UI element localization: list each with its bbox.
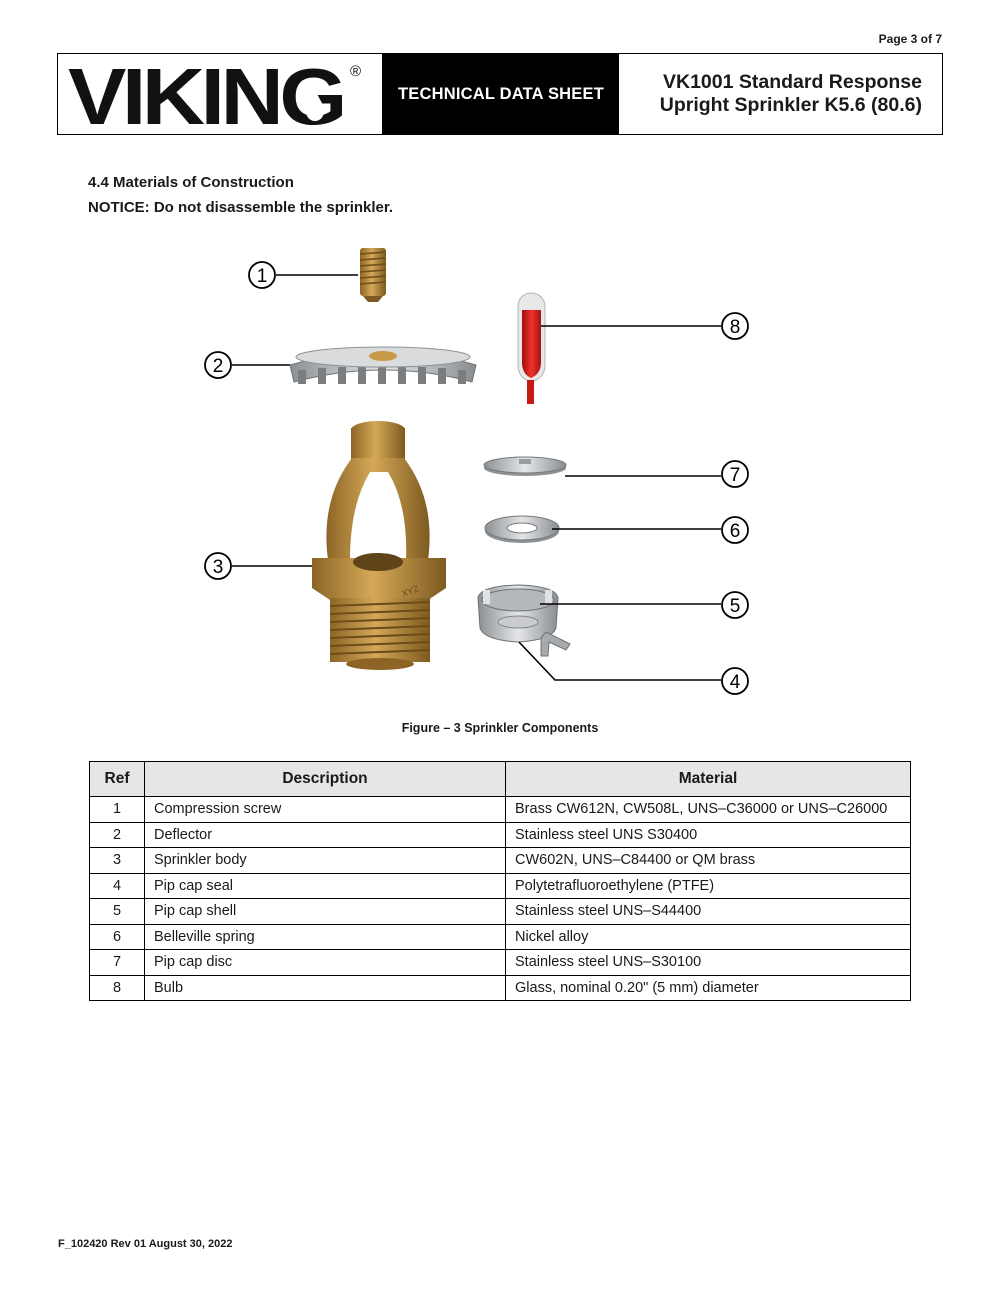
callout-2: 2 [205,352,231,378]
doc-type-band: TECHNICAL DATA SHEET [383,54,619,134]
column-header-material: Material [506,762,911,797]
description-cell: Sprinkler body [145,848,506,874]
ref-cell: 4 [90,873,145,899]
svg-text:4: 4 [730,672,741,693]
document-footer: F_102420 Rev 01 August 30, 2022 [58,1238,232,1250]
callout-8: 8 [722,313,748,339]
description-cell: Pip cap shell [145,899,506,925]
callout-5: 5 [722,592,748,618]
product-title: VK1001 Standard Response Upright Sprinkl… [619,54,942,134]
materials-table: Ref Description Material 1 Compression s… [89,761,911,1001]
pip-cap-disc-part [484,457,566,476]
description-cell: Pip cap seal [145,873,506,899]
viking-logo-graphic: VIKING ® [68,60,373,130]
page-number: Page 3 of 7 [879,32,942,46]
table-row: 1 Compression screw Brass CW612N, CW508L… [90,797,911,823]
document-header: VIKING ® TECHNICAL DATA SHEET VK1001 Sta… [57,53,943,135]
material-cell: CW602N, UNS–C84400 or QM brass [506,848,911,874]
ref-cell: 2 [90,822,145,848]
product-title-line2: Upright Sprinkler K5.6 (80.6) [660,94,922,117]
material-cell: Stainless steel UNS S30400 [506,822,911,848]
svg-text:6: 6 [730,521,741,542]
ref-cell: 6 [90,924,145,950]
svg-text:5: 5 [730,596,741,617]
ref-cell: 7 [90,950,145,976]
sprinkler-components-figure: XYZ 1 [0,240,1000,710]
callout-4: 4 [722,668,748,694]
table-row: 2 Deflector Stainless steel UNS S30400 [90,822,911,848]
deflector-part [290,347,476,384]
sprinkler-body-part: XYZ [312,421,446,670]
description-cell: Belleville spring [145,924,506,950]
material-cell: Glass, nominal 0.20" (5 mm) diameter [506,975,911,1001]
svg-text:1: 1 [257,266,268,287]
description-cell: Pip cap disc [145,950,506,976]
ref-cell: 8 [90,975,145,1001]
figure-caption: Figure – 3 Sprinkler Components [0,721,1000,735]
callout-7: 7 [722,461,748,487]
material-cell: Stainless steel UNS–S44400 [506,899,911,925]
belleville-spring-part [485,516,559,543]
svg-text:7: 7 [730,465,741,486]
svg-text:3: 3 [213,557,224,578]
material-cell: Brass CW612N, CW508L, UNS–C36000 or UNS–… [506,797,911,823]
notice-text: NOTICE: Do not disassemble the sprinkler… [88,199,393,216]
glass-bulb-part [518,293,545,404]
callout-6: 6 [722,517,748,543]
viking-logo: VIKING ® [58,54,383,134]
registered-mark: ® [350,63,361,80]
section-heading: 4.4 Materials of Construction [88,174,294,191]
ref-cell: 1 [90,797,145,823]
table-row: 8 Bulb Glass, nominal 0.20" (5 mm) diame… [90,975,911,1001]
callout-3: 3 [205,553,231,579]
product-title-line1: VK1001 Standard Response [663,71,922,94]
table-row: 5 Pip cap shell Stainless steel UNS–S444… [90,899,911,925]
column-header-ref: Ref [90,762,145,797]
table-row: 3 Sprinkler body CW602N, UNS–C84400 or Q… [90,848,911,874]
callout-1: 1 [249,262,275,288]
ref-cell: 5 [90,899,145,925]
material-cell: Nickel alloy [506,924,911,950]
description-cell: Bulb [145,975,506,1001]
table-header-row: Ref Description Material [90,762,911,797]
description-cell: Compression screw [145,797,506,823]
table-row: 7 Pip cap disc Stainless steel UNS–S3010… [90,950,911,976]
table-row: 6 Belleville spring Nickel alloy [90,924,911,950]
svg-text:8: 8 [730,317,741,338]
leader-lines [232,275,721,680]
table-row: 4 Pip cap seal Polytetrafluoroethylene (… [90,873,911,899]
material-cell: Stainless steel UNS–S30100 [506,950,911,976]
brand-wordmark: VIKING [68,60,343,130]
ref-cell: 3 [90,848,145,874]
pip-cap-seal-part [498,616,538,628]
material-cell: Polytetrafluoroethylene (PTFE) [506,873,911,899]
svg-text:2: 2 [213,356,224,377]
compression-screw-part [360,248,386,302]
column-header-description: Description [145,762,506,797]
description-cell: Deflector [145,822,506,848]
